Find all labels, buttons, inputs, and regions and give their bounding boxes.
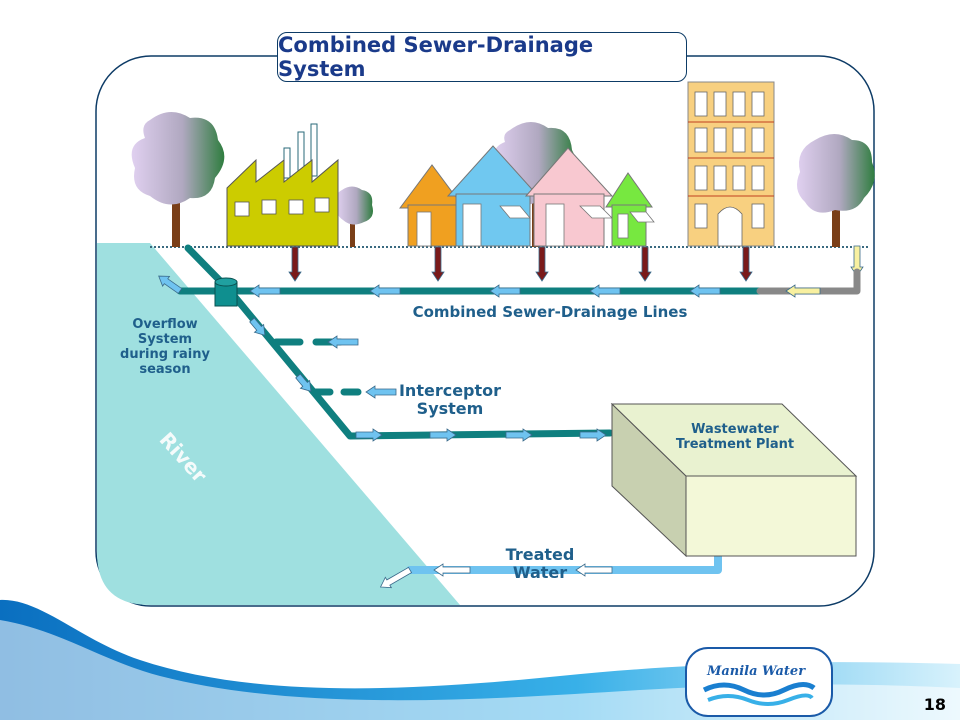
- wwtp-label-line: Treatment Plant: [675, 436, 795, 452]
- interceptor-label-line: Interceptor: [398, 381, 502, 400]
- flow-arrow-icon: [355, 428, 383, 442]
- flow-arrow-icon: [489, 284, 521, 298]
- diagram-title: Combined Sewer-Drainage System: [277, 32, 687, 82]
- house-icon: [524, 147, 614, 247]
- drain-arrow-icon: [288, 246, 302, 282]
- wwtp-label-line: Wastewater: [691, 422, 779, 437]
- logo-text: Manila Water: [706, 664, 806, 679]
- treated-water-label-line: Water: [512, 563, 568, 583]
- flow-arrow-icon: [158, 275, 183, 295]
- manila-water-logo-icon: [685, 647, 833, 717]
- drain-arrow-icon: [535, 246, 549, 282]
- house-icon: [605, 172, 655, 247]
- combined-lines-label: Combined Sewer-Drainage Lines: [412, 303, 688, 321]
- house-icon: [399, 164, 465, 247]
- overflow-label-line: season: [139, 361, 191, 377]
- interceptor-label: Interceptor System: [380, 381, 520, 419]
- overflow-chamber: [214, 277, 238, 307]
- flow-arrow-icon: [505, 428, 533, 442]
- factory-icon: [226, 123, 339, 247]
- wastewater-treatment-plant: [610, 402, 858, 558]
- flow-arrow-icon: [429, 428, 457, 442]
- treated-water-label-line: Treated: [505, 545, 575, 564]
- overflow-label: Overflow System during rainy season: [110, 317, 220, 378]
- flow-arrow-icon: [249, 317, 266, 336]
- overflow-label-line: Overflow: [132, 317, 198, 332]
- flow-arrow-icon: [365, 385, 397, 399]
- tree-icon: [336, 186, 373, 247]
- treated-water-label: Treated Water: [480, 545, 600, 583]
- flow-arrow-icon: [579, 428, 607, 442]
- overflow-label-line: System: [137, 331, 193, 347]
- drain-arrow-icon: [431, 246, 445, 282]
- flow-arrow-icon: [249, 284, 281, 298]
- wwtp-label: Wastewater Treatment Plant: [650, 422, 820, 453]
- flow-arrow-icon: [327, 335, 359, 349]
- overflow-label-line: during rainy: [120, 346, 210, 362]
- apartment-building-icon: [687, 81, 775, 247]
- river-area: [97, 243, 460, 605]
- flow-arrow-icon: [433, 563, 471, 577]
- drain-arrow-icon: [739, 246, 753, 282]
- flow-arrow-icon: [589, 284, 621, 298]
- house-icon: [446, 145, 540, 247]
- tree-icon: [131, 111, 225, 247]
- flow-arrow-icon: [689, 284, 721, 298]
- flow-arrow-icon: [369, 284, 401, 298]
- page-number: 18: [923, 695, 946, 714]
- flow-arrow-icon: [785, 284, 821, 298]
- flow-arrow-icon: [295, 373, 312, 392]
- flow-arrow-icon: [575, 563, 613, 577]
- tree-icon: [796, 134, 875, 247]
- flow-arrow-icon: [379, 566, 413, 589]
- interceptor-label-line: System: [416, 399, 484, 419]
- drain-arrow-icon: [638, 246, 652, 282]
